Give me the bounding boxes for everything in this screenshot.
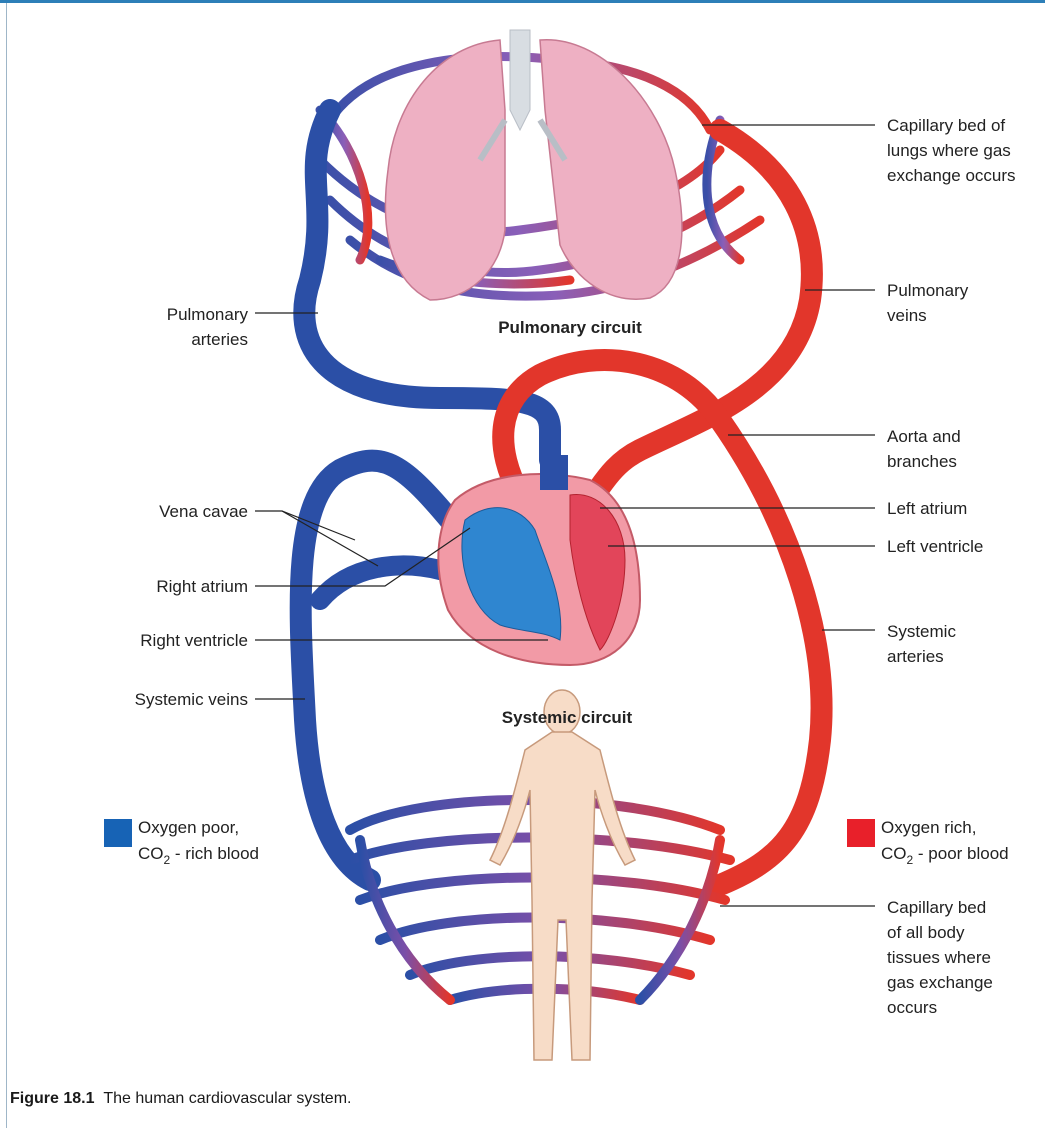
label-pulmonary-veins-1: Pulmonary — [887, 281, 969, 300]
figure-number: Figure 18.1 — [10, 1090, 94, 1107]
label-capillary-body-2: of all body — [887, 923, 965, 942]
legend-oxygen-poor-line2: CO2 - rich blood — [138, 844, 259, 867]
label-systemic-veins: Systemic veins — [135, 690, 248, 709]
label-capillary-body-1: Capillary bed — [887, 898, 986, 917]
legend-oxygen-rich-line2: CO2 - poor blood — [881, 844, 1009, 867]
legend-swatch-red — [847, 819, 875, 847]
legend-oxygen-poor-line1: Oxygen poor, — [138, 818, 239, 837]
label-systemic-circuit: Systemic circuit — [502, 708, 633, 727]
label-systemic-arteries-2: arteries — [887, 647, 944, 666]
vena-cava-inferior — [320, 565, 440, 600]
legend-oxygen-poor: Oxygen poor, CO2 - rich blood — [104, 818, 259, 867]
figure-caption: Figure 18.1 The human cardiovascular sys… — [10, 1090, 351, 1108]
label-left-ventricle: Left ventricle — [887, 537, 983, 556]
label-capillary-lungs-3: exchange occurs — [887, 166, 1016, 185]
cardiovascular-diagram: Capillary bed of lungs where gas exchang… — [0, 0, 1045, 1085]
label-vena-cavae: Vena cavae — [159, 502, 248, 521]
label-systemic-arteries-1: Systemic — [887, 622, 956, 641]
label-right-atrium: Right atrium — [156, 577, 248, 596]
label-left-atrium: Left atrium — [887, 499, 967, 518]
label-capillary-body-3: tissues where — [887, 948, 991, 967]
lung-capillary-bed — [320, 57, 760, 297]
label-capillary-body-5: occurs — [887, 998, 937, 1017]
label-pulmonary-arteries-1: Pulmonary — [167, 305, 249, 324]
label-pulmonary-circuit: Pulmonary circuit — [498, 318, 642, 337]
label-pulmonary-arteries-2: arteries — [191, 330, 248, 349]
label-capillary-lungs-2: lungs where gas — [887, 141, 1011, 160]
label-capillary-body-4: gas exchange — [887, 973, 993, 992]
label-pulmonary-veins-2: veins — [887, 306, 927, 325]
label-capillary-lungs-1: Capillary bed of — [887, 116, 1005, 135]
label-aorta-1: Aorta and — [887, 427, 961, 446]
label-aorta-2: branches — [887, 452, 957, 471]
figure-caption-text: The human cardiovascular system. — [103, 1090, 351, 1107]
legend-swatch-blue — [104, 819, 132, 847]
label-right-ventricle: Right ventricle — [140, 631, 248, 650]
legend-oxygen-rich-line1: Oxygen rich, — [881, 818, 976, 837]
legend-oxygen-rich: Oxygen rich, CO2 - poor blood — [847, 818, 1009, 867]
